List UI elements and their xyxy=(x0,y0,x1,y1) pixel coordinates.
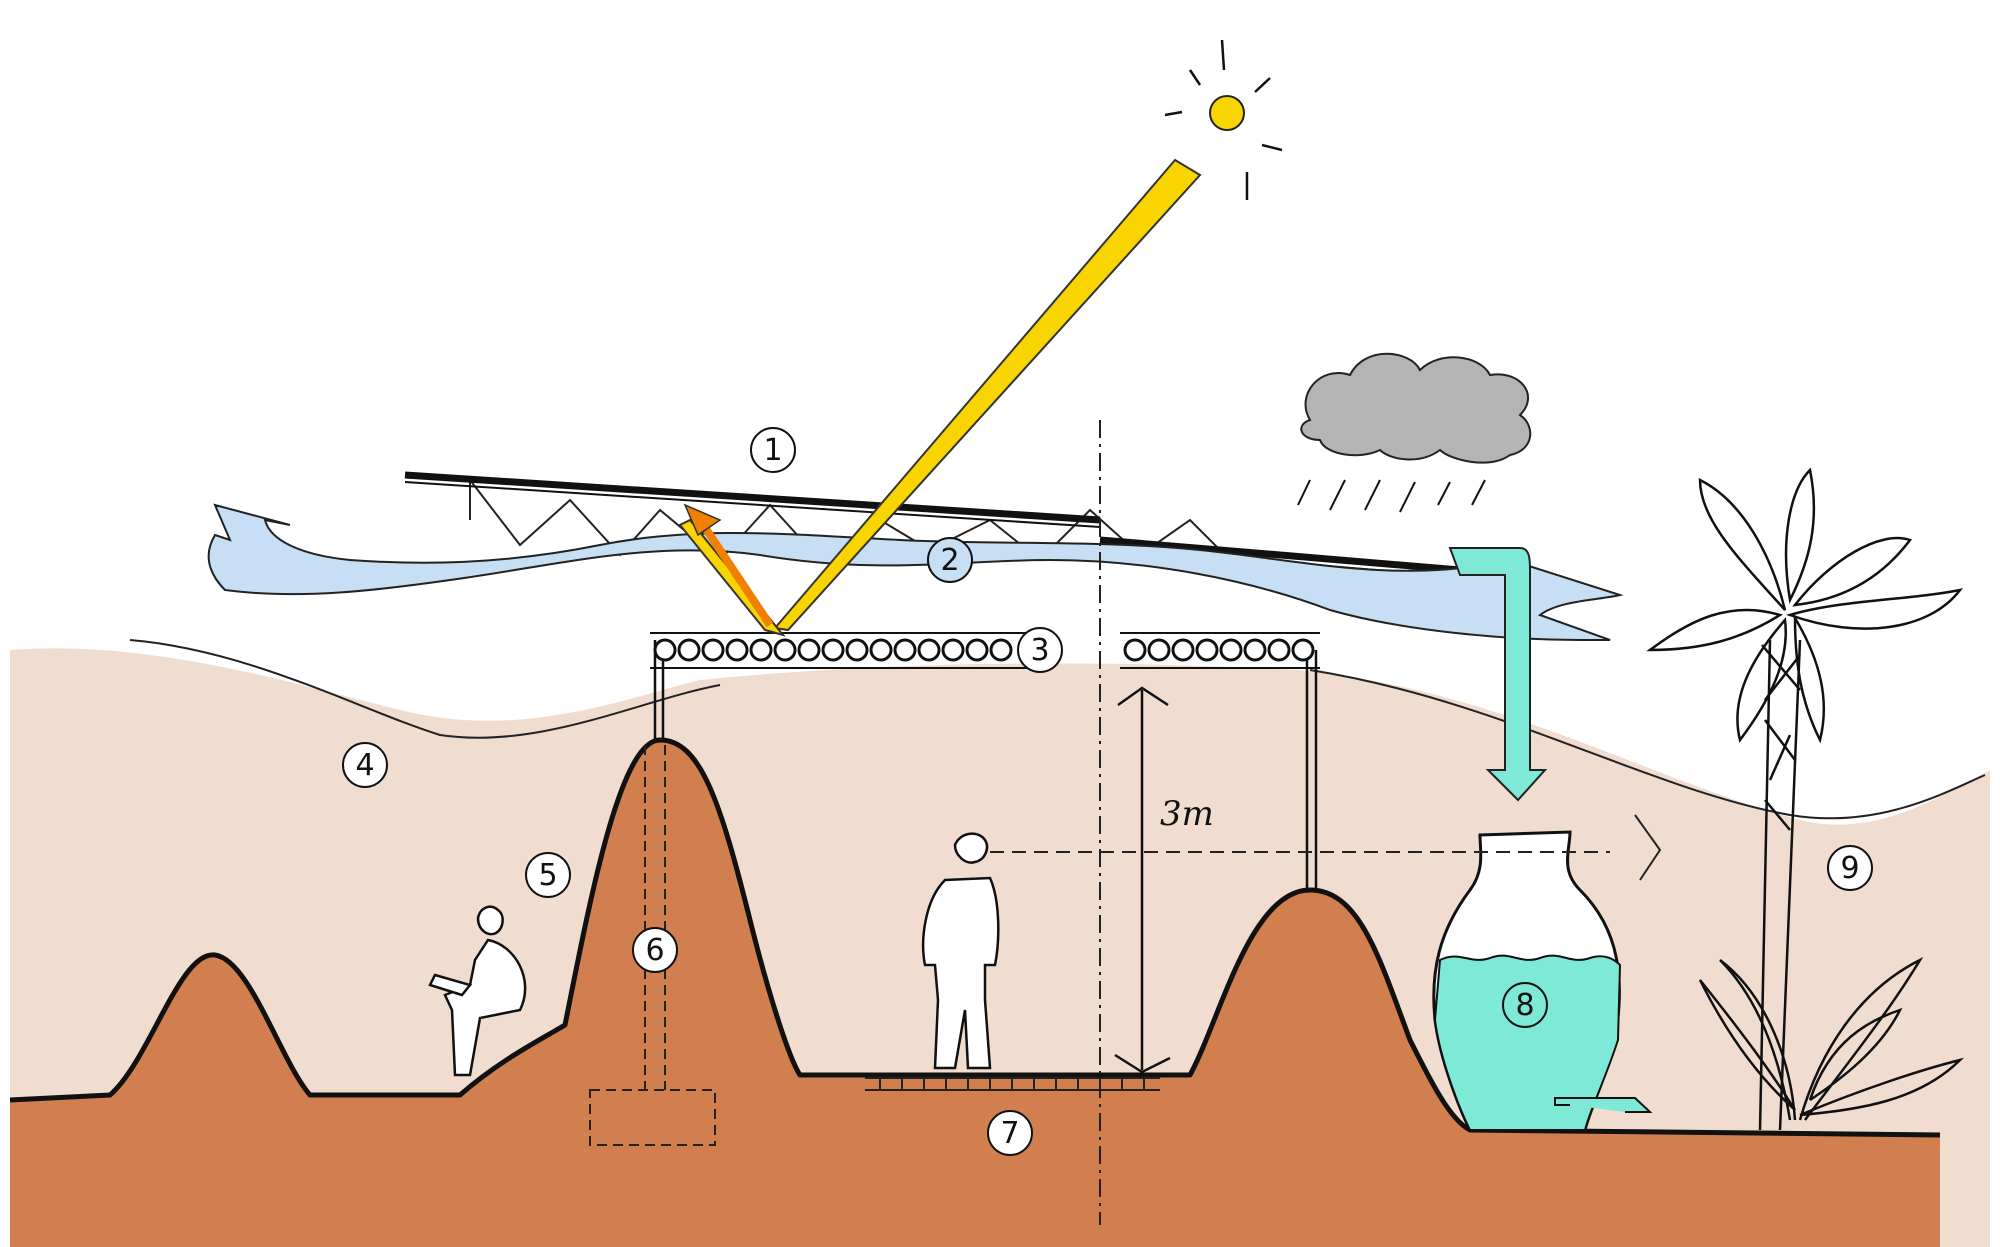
shrub-icon xyxy=(1698,956,1965,1121)
height-dimension xyxy=(1114,686,1171,1074)
insulation-pot xyxy=(941,638,965,662)
water-jar-icon xyxy=(1432,830,1653,1132)
insulation-pot xyxy=(893,638,917,662)
airflow-band xyxy=(207,503,1624,641)
insulation-pot xyxy=(917,638,941,662)
column-foundation xyxy=(589,745,716,1146)
callout-8: 8 xyxy=(1502,982,1548,1028)
sunbeam-arrow xyxy=(773,158,1202,632)
insulation-pot xyxy=(821,638,845,662)
ground-outline xyxy=(9,737,1941,1138)
upper-roof-panel xyxy=(404,471,1101,528)
insulation-pot xyxy=(1291,638,1315,662)
callout-9: 9 xyxy=(1827,845,1873,891)
callout-7: 7 xyxy=(987,1110,1033,1156)
svg-text:8: 8 xyxy=(1515,988,1534,1023)
svg-text:5: 5 xyxy=(538,858,557,893)
callout-5: 5 xyxy=(525,852,571,898)
sun-icon xyxy=(1164,39,1283,200)
rain-cloud-icon xyxy=(1297,352,1532,513)
height-dimension-label: 3m xyxy=(1160,794,1214,834)
insulation-pot xyxy=(1195,638,1219,662)
palm-tree-icon xyxy=(1646,467,1963,1131)
svg-text:3: 3 xyxy=(1030,633,1049,668)
svg-text:9: 9 xyxy=(1840,851,1859,886)
callout-6: 6 xyxy=(632,927,678,973)
seated-person-icon xyxy=(428,905,527,1077)
svg-text:4: 4 xyxy=(355,748,374,783)
callout-4: 4 xyxy=(342,742,388,788)
dune-outline xyxy=(129,639,1986,820)
sightline xyxy=(990,814,1662,881)
svg-text:2: 2 xyxy=(940,543,959,578)
insulation-pot xyxy=(773,638,797,662)
insulation-pot xyxy=(701,638,725,662)
insulation-pot xyxy=(749,638,773,662)
insulation-pot xyxy=(725,638,749,662)
floor-slab xyxy=(865,1077,1160,1091)
insulation-pot xyxy=(1147,638,1171,662)
insulation-pot xyxy=(797,638,821,662)
svg-text:1: 1 xyxy=(763,433,782,468)
insulation-pot xyxy=(1123,638,1147,662)
callout-3: 3 xyxy=(1017,627,1063,673)
insulation-pot xyxy=(989,638,1013,662)
insulation-pot xyxy=(1219,638,1243,662)
svg-text:7: 7 xyxy=(1000,1116,1019,1151)
insulation-pot xyxy=(1171,638,1195,662)
reflected-heat-arrow xyxy=(683,503,774,628)
insulation-pot xyxy=(1243,638,1267,662)
insulation-pot xyxy=(653,638,677,662)
standing-person-icon xyxy=(921,832,1000,1070)
insulation-pot xyxy=(845,638,869,662)
callout-2: 2 xyxy=(927,537,973,583)
insulation-pot xyxy=(869,638,893,662)
insulated-ceiling xyxy=(650,632,1320,669)
insulation-pot xyxy=(965,638,989,662)
callout-1: 1 xyxy=(750,427,796,473)
insulation-pot xyxy=(1267,638,1291,662)
insulation-pot xyxy=(677,638,701,662)
rainwater-arrow xyxy=(1448,547,1548,802)
svg-text:6: 6 xyxy=(645,933,664,968)
